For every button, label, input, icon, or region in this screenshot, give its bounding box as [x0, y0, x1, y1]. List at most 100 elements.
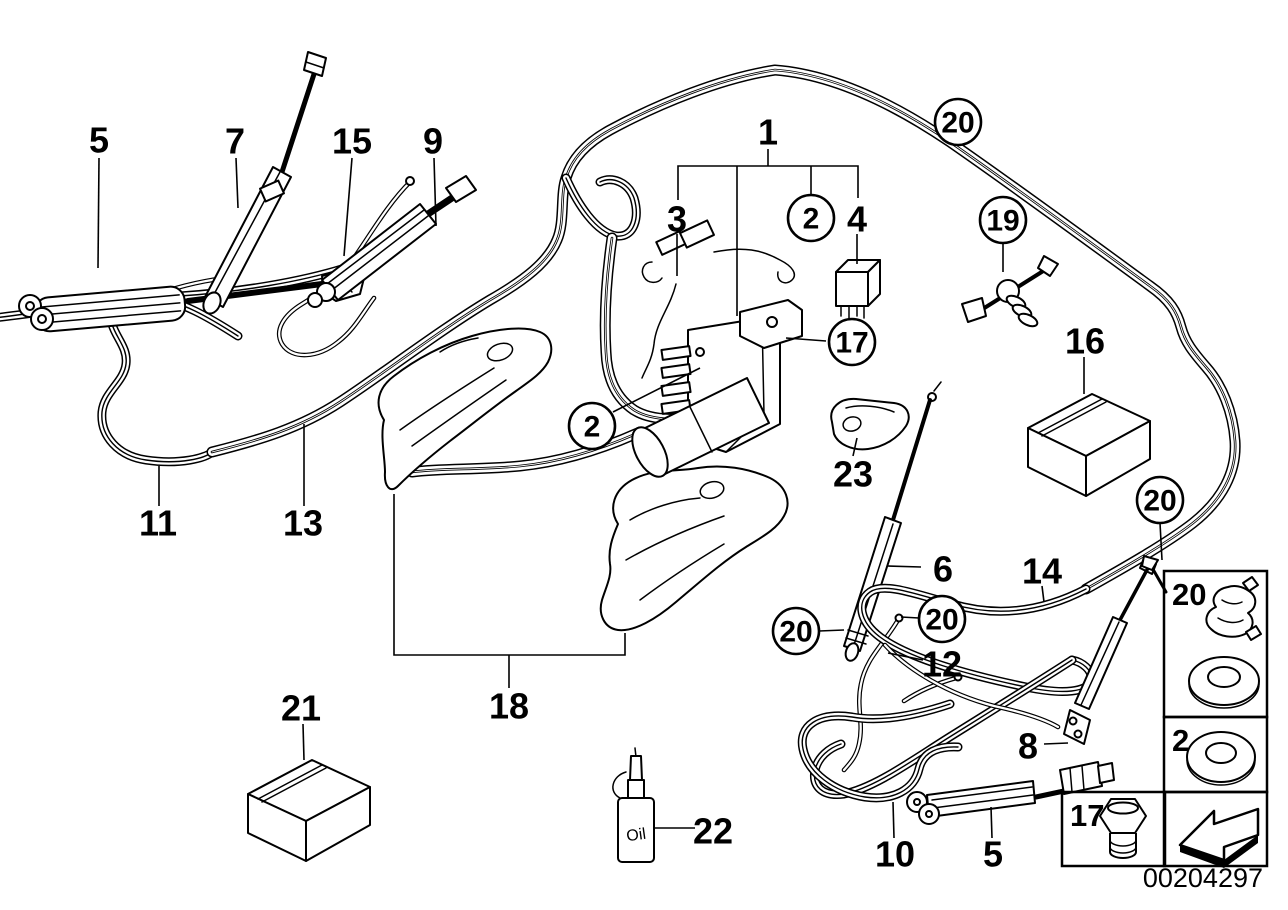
callout-number: 11 [139, 503, 177, 544]
callout-number: 15 [332, 121, 372, 162]
arrow-shadow [1224, 835, 1258, 868]
callout-2-6[interactable]: 2 [786, 193, 836, 243]
callout-9-3[interactable]: 9 [423, 121, 443, 227]
shield-outline [599, 465, 789, 632]
callout-4-7[interactable]: 4 [847, 199, 867, 265]
leader-line [393, 494, 626, 656]
body-stripe [1080, 621, 1120, 706]
rod-end-cap [445, 175, 477, 203]
callout-20-17[interactable]: 20 [771, 606, 845, 656]
callout-number: 9 [423, 121, 443, 162]
connector-plug [679, 219, 715, 249]
callout-18-22[interactable]: 18 [393, 494, 626, 727]
callout-8-26[interactable]: 8 [1018, 726, 1069, 767]
body-band [845, 637, 867, 645]
clip-tab [1245, 625, 1262, 641]
callout-1-4[interactable]: 1 [677, 112, 859, 317]
callout-23-12[interactable]: 23 [833, 437, 873, 495]
callout-circle [933, 97, 983, 147]
callout-10-24[interactable]: 10 [875, 801, 915, 875]
callout-20-18[interactable]: 20 [900, 594, 967, 644]
wire-run [882, 642, 1061, 730]
hose-main [206, 64, 1241, 595]
callout-number: 21 [281, 688, 321, 729]
callout-21-23[interactable]: 21 [281, 688, 321, 761]
motor-end-cap [631, 426, 669, 478]
callout-17-10[interactable]: 17 [785, 317, 877, 367]
vent-hose-15 [276, 176, 415, 358]
leader-line [433, 157, 437, 227]
hose-run-down [810, 655, 1077, 799]
callout-number: 16 [1065, 321, 1105, 362]
callout-13-21[interactable]: 13 [283, 424, 323, 544]
callout-5-25[interactable]: 5 [983, 806, 1003, 875]
callout-circle [567, 401, 617, 451]
shield-contour [639, 543, 725, 601]
spring-clip-and-washer-icon [1188, 576, 1262, 709]
callout-number: 20 [779, 616, 812, 649]
callout-number: 5 [983, 834, 1003, 875]
relay-4 [835, 259, 881, 319]
callout-circle [786, 193, 836, 243]
port-hole [25, 301, 35, 311]
lid-line [1041, 401, 1107, 437]
callout-number: 14 [1022, 551, 1062, 592]
hydraulic-cylinder-8 [1063, 557, 1157, 745]
bottle-handle [612, 771, 627, 799]
callout-20-14[interactable]: 20 [1135, 475, 1185, 561]
body-band [847, 629, 869, 637]
leader-line [1043, 742, 1069, 745]
callout-number: 5 [89, 120, 109, 161]
callout-circle [1135, 475, 1185, 525]
leader-line [97, 157, 100, 269]
callout-circle [827, 317, 877, 367]
thread [1109, 846, 1137, 854]
leader-line [852, 437, 858, 457]
callout-11-20[interactable]: 11 [139, 466, 177, 544]
clip-contour [1217, 617, 1244, 624]
callout-number: 22 [693, 811, 733, 852]
body-stripe [331, 215, 429, 291]
bracket-hole [842, 416, 862, 432]
callout-22-27[interactable]: 22 [653, 811, 733, 852]
callout-2-11[interactable]: 2 [567, 367, 701, 451]
callout-20-8[interactable]: 20 [933, 97, 983, 147]
plug-tip [1097, 762, 1115, 784]
leader-line [818, 629, 845, 632]
hose-harness-10 [797, 642, 1061, 803]
bracket-outline [830, 397, 910, 451]
callout-6-15[interactable]: 6 [887, 549, 953, 590]
shield-recess [699, 480, 725, 500]
callout-19-9[interactable]: 19 [978, 195, 1028, 272]
spring-clip [1205, 585, 1257, 638]
hose-run [276, 179, 413, 358]
bleeder-valve-19 [961, 255, 1059, 328]
hose-strand [278, 180, 412, 357]
oil-bottle-label: Oil [625, 826, 647, 846]
clip-contour [1221, 599, 1243, 605]
callout-number: 13 [283, 503, 323, 544]
clamp-bracket-23 [830, 397, 910, 451]
callout-7-1[interactable]: 7 [225, 121, 245, 209]
callout-12-19[interactable]: 12 [887, 644, 962, 685]
callout-3-5[interactable]: 3 [667, 199, 687, 277]
leader-line [785, 337, 827, 342]
hose-strand [902, 676, 958, 703]
callout-number: 7 [225, 121, 245, 162]
callout-number: 2 [584, 411, 601, 444]
legend-cell-17[interactable]: 17 [1060, 790, 1167, 868]
callout-15-2[interactable]: 15 [332, 121, 372, 257]
callout-number: 20 [925, 604, 958, 637]
relay-front [835, 271, 869, 307]
hose-tip [894, 613, 904, 623]
callout-5-0[interactable]: 5 [89, 120, 109, 269]
callout-14-16[interactable]: 14 [1022, 551, 1062, 603]
callout-16-13[interactable]: 16 [1065, 321, 1105, 395]
thread [1109, 839, 1137, 847]
legend-cell-direction-arrow-icon[interactable] [1162, 790, 1269, 868]
port-fitting [307, 292, 323, 308]
shield-contour [411, 379, 507, 447]
